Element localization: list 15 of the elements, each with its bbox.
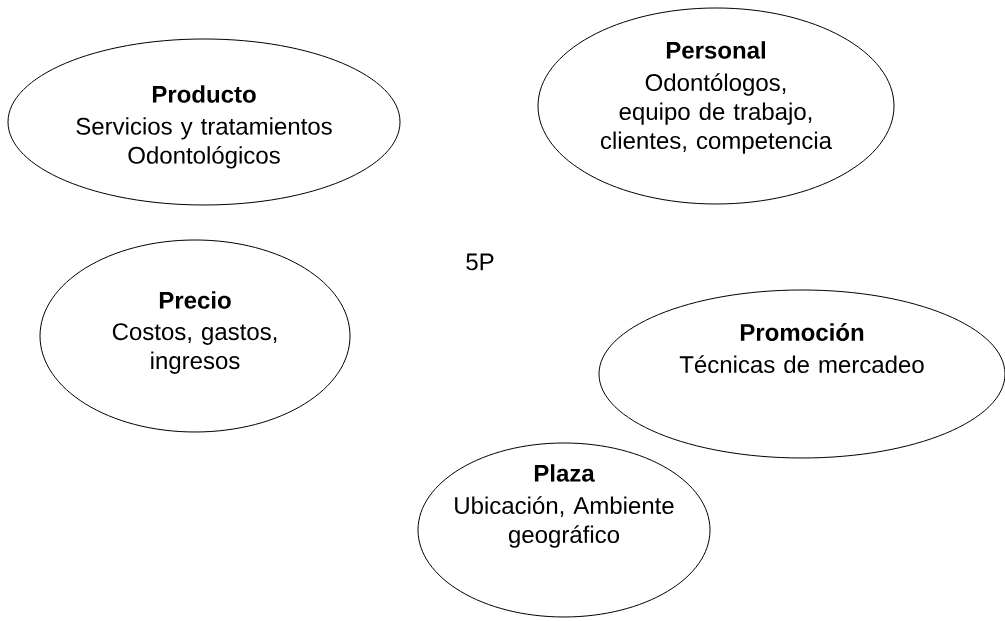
heading-text: Precio bbox=[159, 291, 231, 309]
concept-ellipse bbox=[537, 7, 895, 205]
heading-text: Plaza bbox=[534, 464, 595, 482]
heading-text: Promoción bbox=[740, 323, 864, 341]
concept-ellipse bbox=[417, 442, 711, 618]
concept-ellipse bbox=[39, 239, 351, 433]
concept-ellipse bbox=[7, 38, 401, 206]
heading-text: Personal bbox=[666, 41, 765, 59]
body-text: Técnicas de mercadeo bbox=[679, 355, 924, 374]
center-label: 5P bbox=[466, 253, 494, 271]
body-text: Costos, gastos, ingresos bbox=[112, 323, 277, 374]
body-text: Odontólogos, equipo de trabajo, clientes, competencia bbox=[600, 73, 832, 154]
body-text: Ubicación, Ambiente geográfico bbox=[455, 496, 674, 548]
heading-text: Producto bbox=[152, 85, 256, 103]
body-text: Servicios y tratamientos Odontológicos bbox=[76, 117, 332, 169]
